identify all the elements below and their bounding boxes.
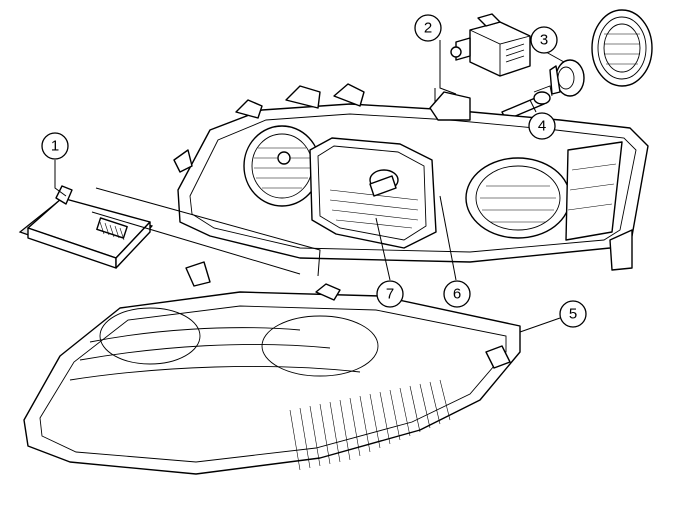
callout-6: 6	[443, 280, 471, 308]
bulb-cap-part	[549, 59, 585, 97]
bulb-part	[501, 85, 553, 121]
callout-5-circle	[559, 300, 587, 328]
callout-3-label: 3	[540, 32, 548, 49]
callout-1-circle	[41, 132, 69, 160]
callout-6-circle	[443, 280, 471, 308]
rear-cover-part	[591, 9, 653, 87]
callout-2-circle	[414, 14, 442, 42]
callout-3: 3	[530, 26, 558, 54]
callout-4: 4	[528, 112, 556, 140]
callout-3-circle	[530, 26, 558, 54]
headlamp-lens-part	[23, 261, 521, 475]
callout-7-label: 7	[386, 286, 394, 303]
callout-5: 5	[559, 300, 587, 328]
bulb-holder-part	[450, 13, 531, 77]
callout-4-circle	[528, 112, 556, 140]
callout-6-label: 6	[453, 286, 461, 303]
leader-lines	[54, 40, 565, 333]
callout-4-label: 4	[538, 118, 546, 135]
callout-2: 2	[414, 14, 442, 42]
callout-7-circle	[376, 280, 404, 308]
headlamp-housing-part	[173, 83, 649, 271]
callout-5-label: 5	[569, 306, 577, 323]
callout-2-label: 2	[424, 20, 432, 37]
control-module-part	[18, 185, 154, 269]
callout-1-label: 1	[51, 138, 59, 155]
callout-7: 7	[376, 280, 404, 308]
callout-1: 1	[41, 132, 69, 160]
